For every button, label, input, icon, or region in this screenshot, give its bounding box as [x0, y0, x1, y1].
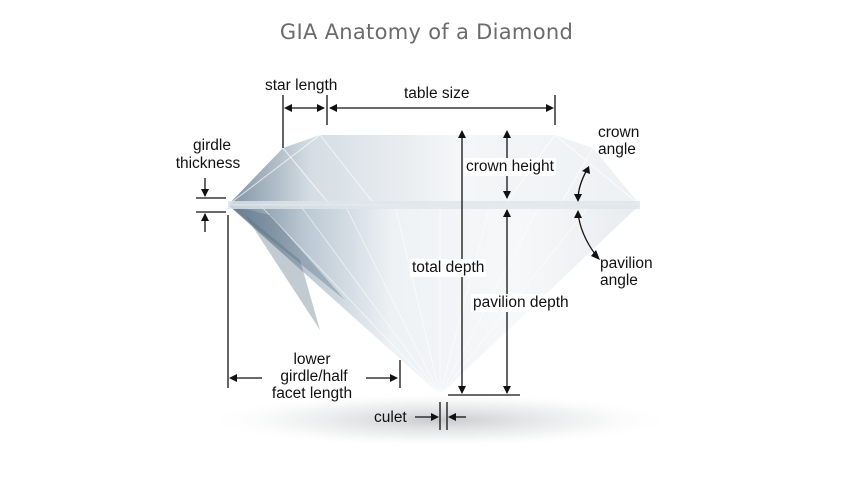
pavilion-dark-facets — [228, 205, 345, 330]
label-pavilion-depth: pavilion depth — [471, 294, 571, 312]
diamond-pavilion — [228, 205, 640, 395]
label-crown-angle-line1: crown — [598, 124, 640, 141]
label-lower-girdle-line3: facet length — [271, 385, 353, 402]
label-table-size: table size — [404, 85, 470, 102]
label-pavilion-angle-line2: angle — [600, 272, 638, 289]
arrowheads — [201, 104, 600, 421]
label-total-depth: total depth — [410, 259, 487, 277]
diamond-girdle — [228, 201, 640, 209]
label-star-length: star length — [265, 77, 338, 94]
diagram-title: GIA Anatomy of a Diamond — [279, 20, 574, 44]
label-lower-girdle-line2: girdle/half — [262, 368, 366, 386]
label-culet: culet — [374, 409, 407, 426]
label-crown-height: crown height — [464, 158, 556, 176]
label-pavilion-angle-line1: pavilion — [600, 255, 653, 272]
diamond-crown — [228, 135, 640, 205]
label-lower-girdle-line1: lower — [293, 351, 331, 368]
label-girdle-thickness-line1: girdle — [193, 137, 231, 154]
label-crown-angle-line2: angle — [598, 141, 636, 158]
label-girdle-thickness-line2: thickness — [175, 155, 241, 172]
